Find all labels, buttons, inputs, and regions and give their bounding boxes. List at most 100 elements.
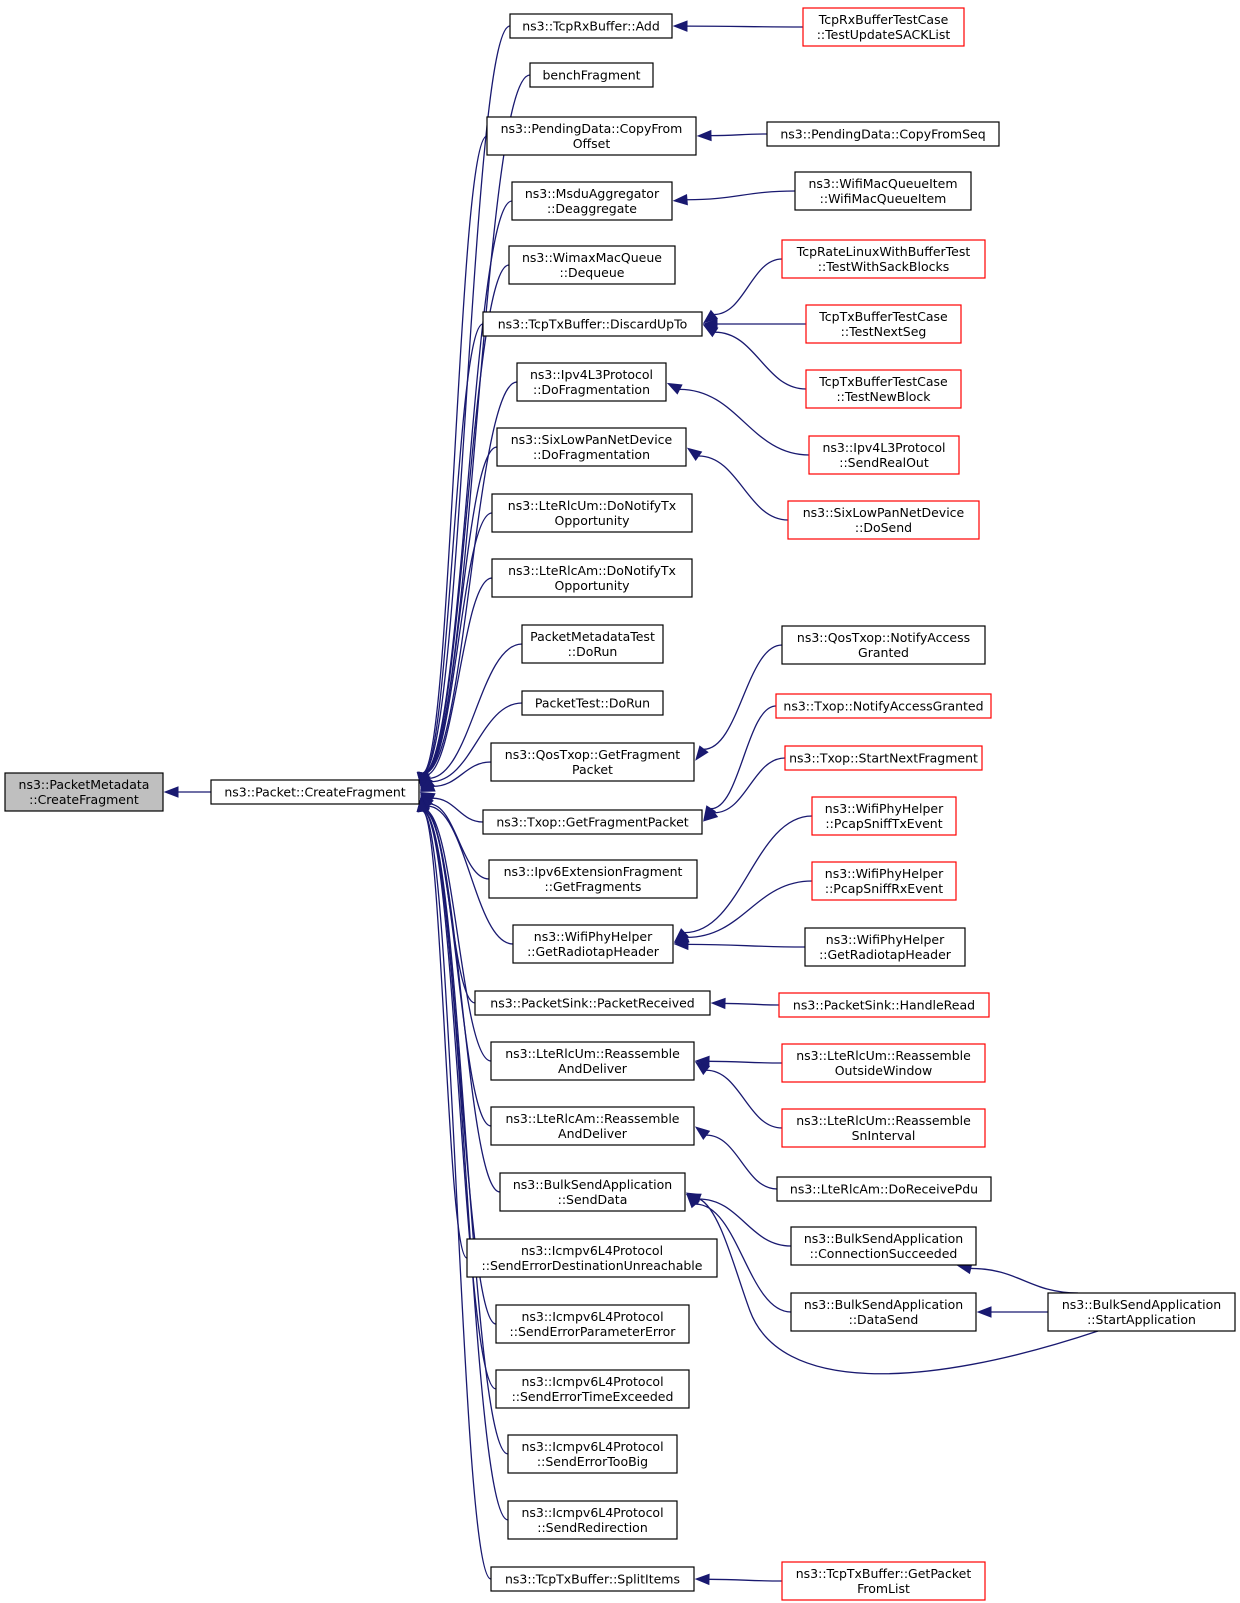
node-label: ::WifiMacQueueItem [820,191,947,206]
node-rxadd[interactable]: ns3::TcpRxBuffer::Add [509,13,673,39]
node-ptest[interactable]: PacketTest::DoRun [521,690,664,716]
node-qosget[interactable]: ns3::QosTxop::GetFragmentPacket [490,742,695,782]
node-ictime[interactable]: ns3::Icmpv6L4Protocol::SendErrorTimeExce… [495,1369,690,1409]
node-radiotap[interactable]: ns3::WifiPhyHelper::GetRadiotapHeader [512,924,674,964]
edge-arrowhead [694,1573,710,1586]
node-label: ns3::WimaxMacQueue [522,250,662,265]
node-ratelinux[interactable]: TcpRateLinuxWithBufferTest::TestWithSack… [781,239,986,279]
node-pdseq[interactable]: ns3::PendingData::CopyFromSeq [766,121,1000,147]
edge-line [706,1069,783,1129]
node-msdu[interactable]: ns3::MsduAggregator::Deaggregate [511,181,673,221]
edge-arrowhead [976,1306,992,1318]
node-dosend[interactable]: ns3::SixLowPanNetDevice::DoSend [787,500,980,540]
node-sinkrecv[interactable]: ns3::PacketSink::PacketReceived [474,990,711,1016]
edge-line [427,805,514,945]
node-startnext[interactable]: ns3::Txop::StartNextFragment [784,745,983,771]
edge-startapp-to-bulksend [685,1193,1099,1375]
node-sixfrag[interactable]: ns3::SixLowPanNetDevice::DoFragmentation [496,427,687,467]
node-qosnotify[interactable]: ns3::QosTxop::NotifyAccessGranted [781,625,986,665]
edge-qosnotify-to-qosget [695,644,783,761]
node-create[interactable]: ns3::Packet::CreateFragment [210,779,420,805]
node-handleread[interactable]: ns3::PacketSink::HandleRead [778,992,990,1018]
node-icbig[interactable]: ns3::Icmpv6L4Protocol::SendErrorTooBig [507,1434,678,1474]
node-label: ns3::LteRlcUm::DoNotifyTx [508,498,676,513]
node-wimax[interactable]: ns3::WimaxMacQueue::Dequeue [508,245,676,285]
edge-arrowhead [695,745,709,761]
node-newblock[interactable]: TcpTxBufferTestCase::TestNewBlock [805,369,962,409]
edge-line [422,810,509,1455]
node-connsucc[interactable]: ns3::BulkSendApplication::ConnectionSucc… [790,1226,977,1266]
node-discard[interactable]: ns3::TcpTxBuffer::DiscardUpTo [482,311,703,337]
node-ipv4frag[interactable]: ns3::Ipv4L3Protocol::DoFragmentation [516,362,667,402]
node-label: ns3::WifiPhyHelper [534,929,653,944]
edge-pdseq-to-pdcopy [696,129,768,142]
node-box [4,772,164,812]
node-label: ns3::Ipv6ExtensionFragment [504,864,683,879]
node-split[interactable]: ns3::TcpTxBuffer::SplitItems [490,1566,695,1592]
node-icparam[interactable]: ns3::Icmpv6L4Protocol::SendErrorParamete… [495,1304,690,1344]
node-sacklist[interactable]: TcpRxBufferTestCase::TestUpdateSACKList [802,7,965,47]
node-icredir[interactable]: ns3::Icmpv6L4Protocol::SendRedirection [507,1500,678,1540]
node-startapp[interactable]: ns3::BulkSendApplication::StartApplicati… [1047,1292,1236,1332]
node-box [509,13,673,39]
node-box [488,859,698,899]
node-label: ns3::Ipv4L3Protocol [530,367,653,382]
node-box [766,121,1000,147]
node-box [781,1561,986,1601]
edge-create-to-focus [163,786,212,798]
node-label: ns3::TcpTxBuffer::SplitItems [505,1572,680,1587]
node-sniffTx[interactable]: ns3::WifiPhyHelper::PcapSniffTxEvent [811,796,957,836]
edge-pdcopy-to-create [416,135,488,788]
node-label: ns3::PacketSink::PacketReceived [490,996,694,1011]
edge-arrowhead [686,447,703,461]
node-label: ns3::MsduAggregator [525,186,660,201]
node-label: Offset [573,136,611,151]
node-box [516,362,667,402]
node-sniffRx[interactable]: ns3::WifiPhyHelper::PcapSniffRxEvent [811,861,957,901]
edge-line [724,1002,780,1006]
edge-startapp-to-datasend [976,1306,1048,1318]
node-txopget[interactable]: ns3::Txop::GetFragmentPacket [482,809,703,835]
node-dorecv[interactable]: ns3::LteRlcAm::DoReceivePdu [776,1176,992,1202]
edge-line [710,133,768,137]
edge-ratelinux-to-discard [702,258,783,324]
node-bench[interactable]: benchFragment [529,62,654,88]
node-txopnotify[interactable]: ns3::Txop::NotifyAccessGranted [775,693,992,719]
edge-line [424,809,492,1062]
node-icdest[interactable]: ns3::Icmpv6L4Protocol::SendErrorDestinat… [466,1238,718,1278]
edge-line [710,705,777,810]
node-box [778,992,990,1018]
node-box [802,7,965,47]
node-box [466,1238,718,1278]
edge-line [686,190,796,201]
edge-line [430,702,523,783]
edge-arrowhead [694,1055,710,1068]
edge-getpkt-to-split [694,1573,783,1586]
node-datasend[interactable]: ns3::BulkSendApplication::DataSend [790,1292,977,1332]
node-focus[interactable]: ns3::PacketMetadata::CreateFragment [4,772,164,812]
edge-line [699,1198,1099,1375]
node-bulksend[interactable]: ns3::BulkSendApplication::SendData [499,1172,686,1212]
node-box [781,239,986,279]
node-label: ns3::TcpTxBuffer::GetPacket [796,1566,972,1581]
edge-line [970,1267,1079,1294]
node-radiotap2[interactable]: ns3::WifiPhyHelper::GetRadiotapHeader [804,927,966,967]
node-pmtest[interactable]: PacketMetadataTest::DoRun [521,624,664,664]
node-ipv6frag[interactable]: ns3::Ipv6ExtensionFragment::GetFragments [488,859,698,899]
node-box [508,245,676,285]
edge-arrowhead [419,780,436,792]
edge-line [686,25,804,28]
node-sendreal[interactable]: ns3::Ipv4L3Protocol::SendRealOut [808,435,960,475]
node-nextseg[interactable]: TcpTxBufferTestCase::TestNextSeg [805,304,962,344]
node-label: benchFragment [542,68,640,83]
node-wmqi[interactable]: ns3::WifiMacQueueItem::WifiMacQueueItem [794,171,972,211]
